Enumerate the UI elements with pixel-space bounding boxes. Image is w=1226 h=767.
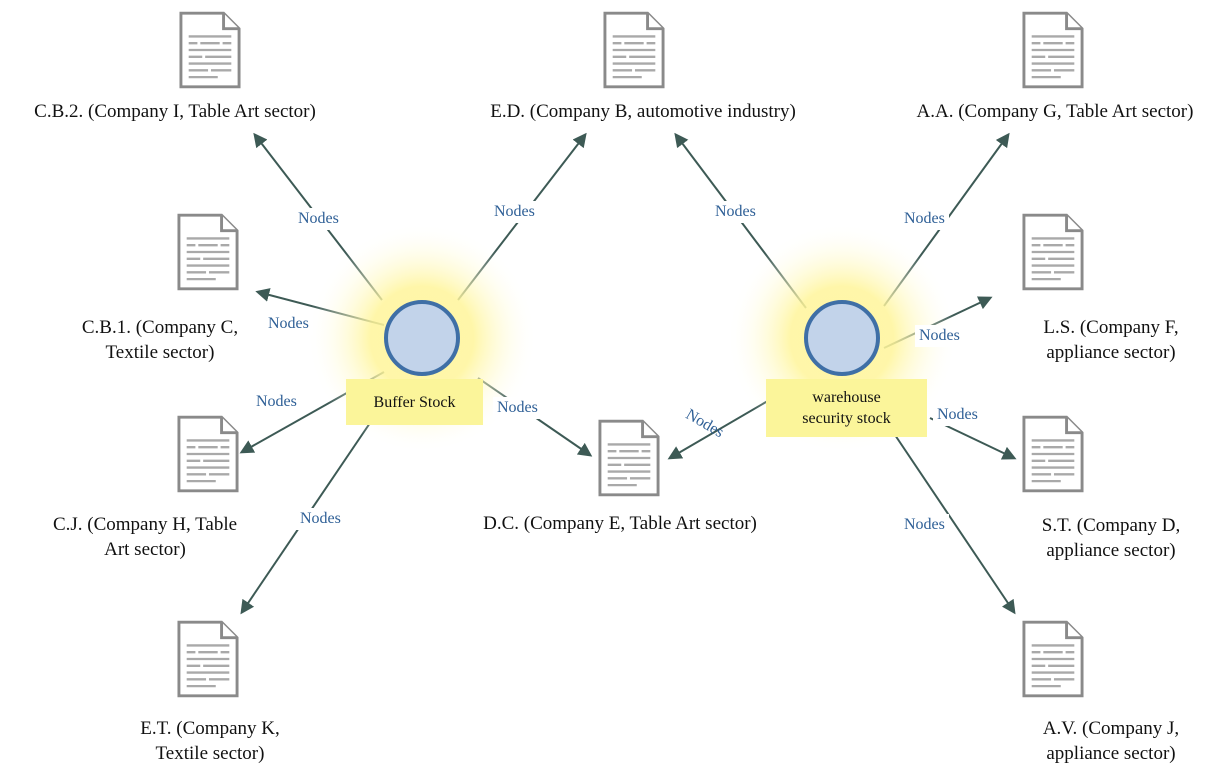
edge-label-warehouse-ls: Nodes bbox=[915, 325, 964, 347]
document-icon bbox=[179, 11, 241, 89]
document-icon bbox=[1022, 11, 1084, 89]
document-icon bbox=[1022, 620, 1084, 698]
buffer-hub-label: Buffer Stock bbox=[346, 379, 483, 425]
warehouse-hub-node bbox=[804, 300, 880, 376]
edge-label-warehouse-st: Nodes bbox=[933, 404, 982, 426]
edge-label-warehouse-aa: Nodes bbox=[900, 208, 949, 230]
document-label-cb2: C.B.2. (Company I, Table Art sector) bbox=[34, 101, 316, 122]
document-label-ed: E.D. (Company B, automotive industry) bbox=[490, 101, 796, 122]
edge-label-warehouse-av: Nodes bbox=[900, 514, 949, 536]
edge-arrow-warehouse-av bbox=[892, 431, 1016, 615]
document-label-ls: L.S. (Company F, appliance sector) bbox=[1043, 317, 1179, 363]
document-label-aa: A.A. (Company G, Table Art sector) bbox=[916, 101, 1194, 122]
document-icon bbox=[603, 11, 665, 89]
document-label-dc: D.C. (Company E, Table Art sector) bbox=[483, 513, 757, 534]
edge-label-buffer-ed: Nodes bbox=[490, 201, 539, 223]
document-label-et: E.T. (Company K, Textile sector) bbox=[140, 718, 280, 764]
document-label-cj: C.J. (Company H, Table Art sector) bbox=[52, 514, 238, 560]
edge-label-buffer-cb1: Nodes bbox=[264, 313, 313, 335]
warehouse-hub-label: warehouse security stock bbox=[766, 379, 927, 437]
document-label-av: A.V. (Company J, appliance sector) bbox=[1042, 718, 1180, 764]
document-icon bbox=[598, 419, 660, 497]
document-icon bbox=[177, 415, 239, 493]
hubs-layer bbox=[384, 300, 880, 376]
document-label-st: S.T. (Company D, appliance sector) bbox=[1041, 515, 1181, 561]
document-icon bbox=[177, 620, 239, 698]
document-icon bbox=[1022, 213, 1084, 291]
buffer-hub-node bbox=[384, 300, 460, 376]
edge-label-warehouse-ed: Nodes bbox=[711, 201, 760, 223]
edge-label-buffer-cb2: Nodes bbox=[294, 208, 343, 230]
edge-label-buffer-dc: Nodes bbox=[493, 397, 542, 419]
document-label-cb1: C.B.1. (Company C, Textile sector) bbox=[81, 317, 239, 363]
document-icon bbox=[1022, 415, 1084, 493]
document-icon bbox=[177, 213, 239, 291]
edge-label-buffer-cj: Nodes bbox=[252, 391, 301, 413]
edge-label-buffer-et: Nodes bbox=[296, 508, 345, 530]
